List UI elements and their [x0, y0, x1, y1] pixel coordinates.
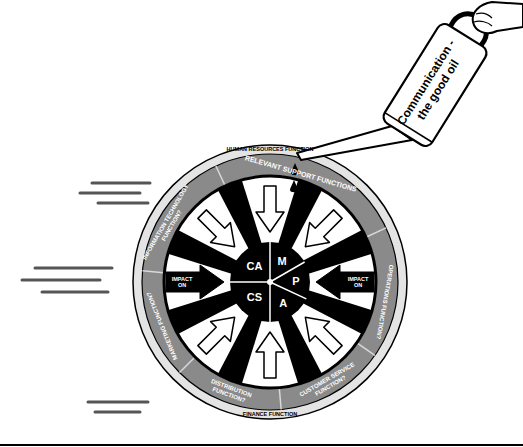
node-text: CUSTOMER SERVICE FUNCTION? [291, 358, 366, 409]
arrow-label-holder: IMPACT ON [167, 274, 197, 290]
node-text: MARKETING FUNCTION? [145, 291, 179, 361]
hub-segment: CA [241, 258, 267, 274]
node-text: DISTRIBUTION FUNCTION? [191, 372, 269, 412]
hub-dividers [230, 242, 306, 322]
hub-axle [267, 279, 273, 285]
ring-label-holder: FINANCE FUNCTION [220, 411, 320, 419]
inner-rim [164, 176, 376, 388]
ring-label: HUMAN RESOURCES FUNCTION [227, 146, 314, 153]
ring-label: FINANCE FUNCTION [243, 411, 297, 418]
function-segment: MARKETING FUNCTION? [138, 286, 186, 366]
function-segment: INFORMATION TECHNOLOGY FUNCTION? [136, 177, 201, 270]
node-text: INFORMATION TECHNOLOGY FUNCTION? [139, 178, 199, 268]
band-title: RELEVANT SUPPORT FUNCTIONS [244, 153, 358, 194]
outer-ring-edge [133, 145, 407, 419]
hub-segment: CS [241, 290, 267, 306]
can-spout [297, 126, 412, 160]
arrow-label-holder: IMPACT ON [343, 274, 373, 290]
hub-segment: P [283, 273, 309, 289]
function-segment: OPERATIONS FUNCTION? [369, 262, 402, 342]
outer-ring [138, 150, 403, 415]
arrow-label: IMPACT ON [343, 276, 373, 289]
wheel-face [165, 177, 375, 387]
hand [473, 2, 523, 33]
ring-label-holder: HUMAN RESOURCES FUNCTION [210, 146, 330, 154]
speed-lines [22, 183, 150, 412]
hub-segment: M [269, 253, 295, 269]
hub-segment: A [270, 295, 296, 311]
arrow-label: IMPACT ON [167, 276, 197, 289]
hub [230, 242, 310, 322]
band-title-holder: RELEVANT SUPPORT FUNCTIONS [240, 151, 363, 197]
base-line [0, 444, 523, 446]
node-text: A [279, 297, 287, 310]
function-segment: DISTRIBUTION FUNCTION? [190, 369, 270, 414]
node-text: M [277, 255, 286, 268]
node-text: CA [246, 260, 262, 273]
hand-fingers [474, 13, 492, 26]
function-segment: CUSTOMER SERVICE FUNCTION? [290, 355, 368, 411]
node-text: Communication - the good oil [393, 34, 472, 137]
node-text: P [292, 275, 299, 288]
oil-can-label: Communication - the good oil [383, 29, 481, 144]
node-text: CS [247, 291, 262, 304]
node-text: OPERATIONS FUNCTION? [375, 264, 395, 340]
